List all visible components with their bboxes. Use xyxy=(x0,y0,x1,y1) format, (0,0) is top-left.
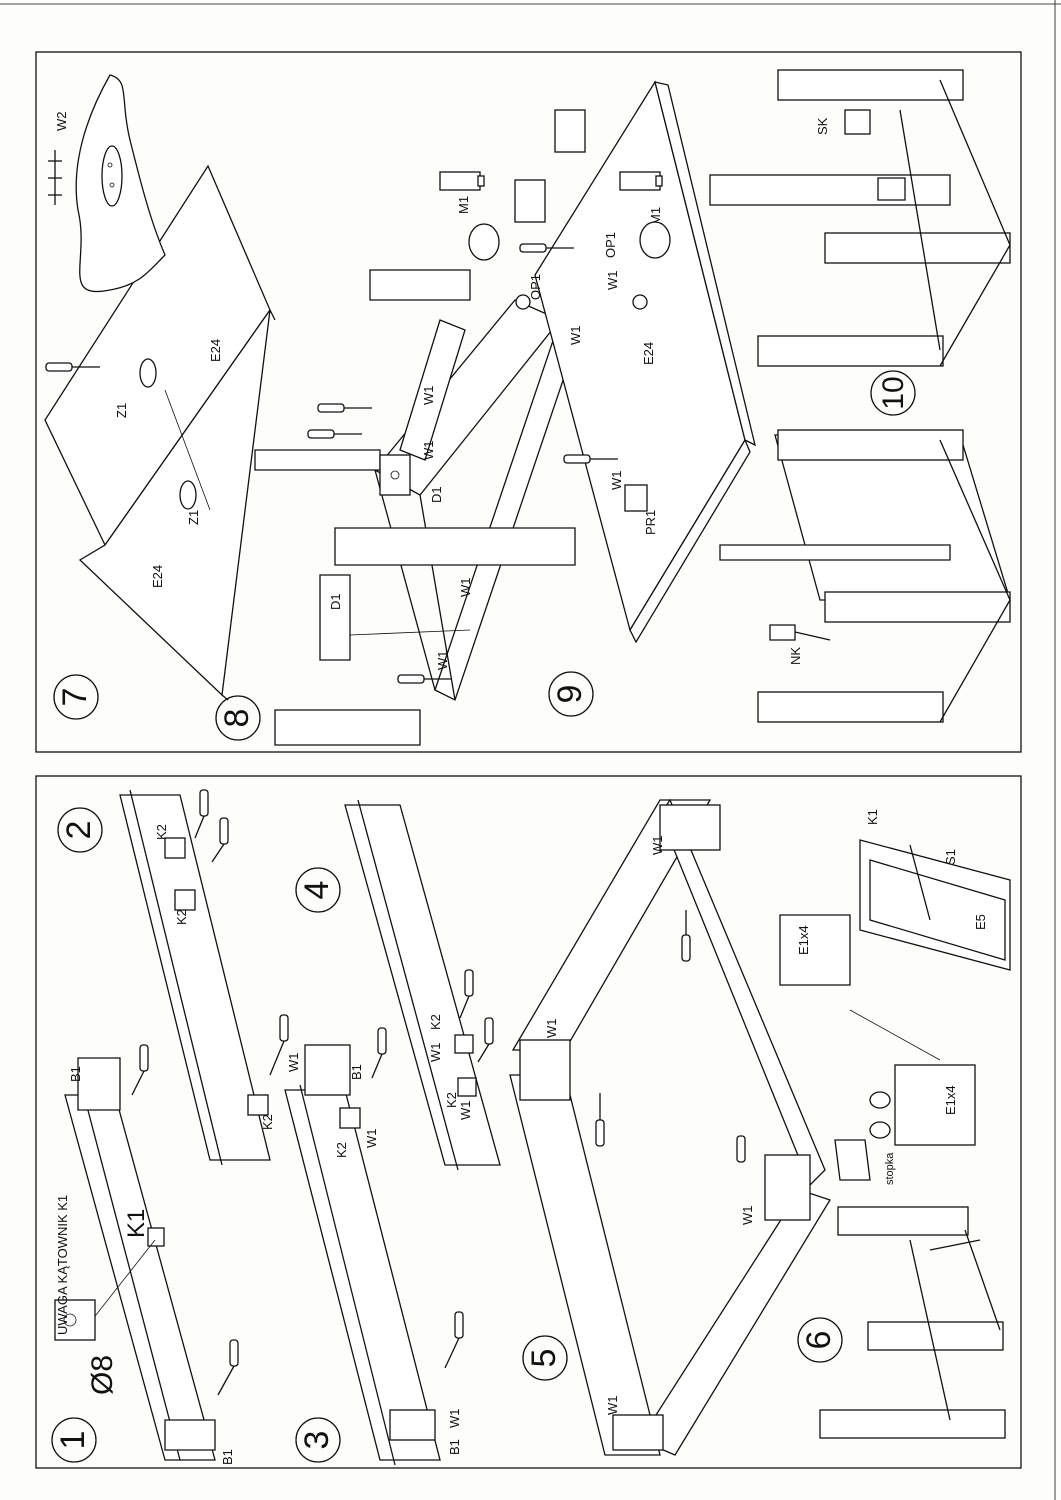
label-m1-a: M1 xyxy=(456,196,471,214)
label-d1-b: D1 xyxy=(429,486,444,503)
label-w1-3c: W1 xyxy=(447,1409,462,1429)
step-9: 9 M1 M1 OP1 OP1 W1 W1 E24 W1 PR1 xyxy=(439,80,756,717)
label-w1-9a: W1 xyxy=(568,326,583,346)
step-6: 6 E1x4 E1x4 E5 K1 S1 stopka xyxy=(779,809,1011,1439)
step-8: 8 D1 D1 W1 xyxy=(215,269,581,746)
screwdriver-icon xyxy=(519,243,618,464)
label-w1-9c: W1 xyxy=(609,471,624,491)
step-7-number: 7 xyxy=(56,688,94,707)
label-w1-5d: W1 xyxy=(740,1206,755,1226)
label-w1-5b: W1 xyxy=(605,1396,620,1416)
panel-steps-7-10: 7 W2 Z1 Z1 E24 xyxy=(35,51,1022,753)
label-b1-3b: B1 xyxy=(447,1439,462,1455)
step-5-number: 5 xyxy=(525,1349,563,1368)
label-b1-bottom: B1 xyxy=(220,1449,235,1465)
label-k2-c: K2 xyxy=(260,1114,275,1130)
label-d1-a: D1 xyxy=(328,593,343,610)
screwdriver-icon xyxy=(45,362,100,372)
label-w1-9b: W1 xyxy=(605,271,620,291)
step-5: 5 W1 W1 W1 W1 xyxy=(509,798,831,1456)
screwdriver-icon xyxy=(595,910,746,1163)
step-4-number: 4 xyxy=(298,881,336,900)
label-w1-4a: W1 xyxy=(428,1043,443,1063)
label-w1-4b: W1 xyxy=(458,1101,473,1121)
label-m1-b: M1 xyxy=(648,207,663,225)
label-s1: S1 xyxy=(943,849,958,865)
step-1: 1 UWAGA KĄTOWNIK K1 Ø8 K1 B1 B1 xyxy=(51,1044,239,1465)
label-w1-3a: W1 xyxy=(286,1053,301,1073)
label-k2-b: K2 xyxy=(174,909,189,925)
label-w1-3b: W1 xyxy=(364,1129,379,1149)
screwdriver-icon xyxy=(307,403,452,684)
step-1-number: 1 xyxy=(54,1431,92,1450)
screwdriver-icon xyxy=(194,789,289,1076)
label-e1x4-a: E1x4 xyxy=(796,925,811,955)
step-1-diameter: Ø8 xyxy=(86,1355,119,1395)
label-w1-b: W1 xyxy=(421,441,436,461)
screwdriver-icon xyxy=(131,1044,239,1396)
step-10-number: 10 xyxy=(877,376,910,409)
label-w1-c: W1 xyxy=(458,578,473,598)
label-pr1: PR1 xyxy=(643,510,658,535)
step-10: 10 NK SK xyxy=(709,69,1011,723)
step-1-note: UWAGA KĄTOWNIK K1 xyxy=(55,1195,70,1335)
label-stopka: stopka xyxy=(884,1152,896,1185)
label-w1-5c: W1 xyxy=(650,836,665,856)
label-b1-3: B1 xyxy=(349,1064,364,1080)
label-w1-5a: W1 xyxy=(544,1019,559,1039)
panel-steps-1-6: 1 UWAGA KĄTOWNIK K1 Ø8 K1 B1 B1 2 xyxy=(35,775,1022,1469)
screwdriver-icon xyxy=(459,969,494,1063)
label-nk: NK xyxy=(788,647,803,665)
label-k2-4b: K2 xyxy=(444,1092,459,1108)
label-e24-b: E24 xyxy=(150,565,165,588)
label-k2-a: K2 xyxy=(154,824,169,840)
step-2: 2 K2 K2 K2 xyxy=(57,789,289,1166)
screwdriver-icon xyxy=(371,1027,464,1369)
step-6-number: 6 xyxy=(800,1331,838,1350)
label-op1-a: OP1 xyxy=(528,274,543,300)
step-8-number: 8 xyxy=(218,709,256,728)
label-z1-a: Z1 xyxy=(114,403,129,418)
step-3-number: 3 xyxy=(298,1431,336,1450)
label-op1-b: OP1 xyxy=(603,232,618,258)
label-b1-top: B1 xyxy=(68,1066,83,1082)
label-k1-6: K1 xyxy=(865,809,880,825)
label-k2-4a: K2 xyxy=(428,1014,443,1030)
label-w2: W2 xyxy=(54,112,69,132)
step-9-number: 9 xyxy=(551,685,589,704)
step-3: 3 W1 B1 K2 W1 W1 B1 xyxy=(284,1027,464,1466)
label-e1x4-b: E1x4 xyxy=(943,1085,958,1115)
label-w1-a: W1 xyxy=(421,386,436,406)
label-k1: K1 xyxy=(123,1209,150,1238)
label-e24-9: E24 xyxy=(641,342,656,365)
label-k2-3: K2 xyxy=(334,1142,349,1158)
label-z1-b: Z1 xyxy=(186,510,201,525)
label-w1-d: W1 xyxy=(435,651,450,671)
step-7: 7 W2 Z1 Z1 E24 xyxy=(44,74,276,720)
label-sk: SK xyxy=(815,117,830,135)
step-4: 4 W1 K2 K2 W1 xyxy=(295,799,501,1171)
label-e5: E5 xyxy=(973,914,988,930)
label-e24-a: E24 xyxy=(208,339,223,362)
step-2-number: 2 xyxy=(60,821,98,840)
